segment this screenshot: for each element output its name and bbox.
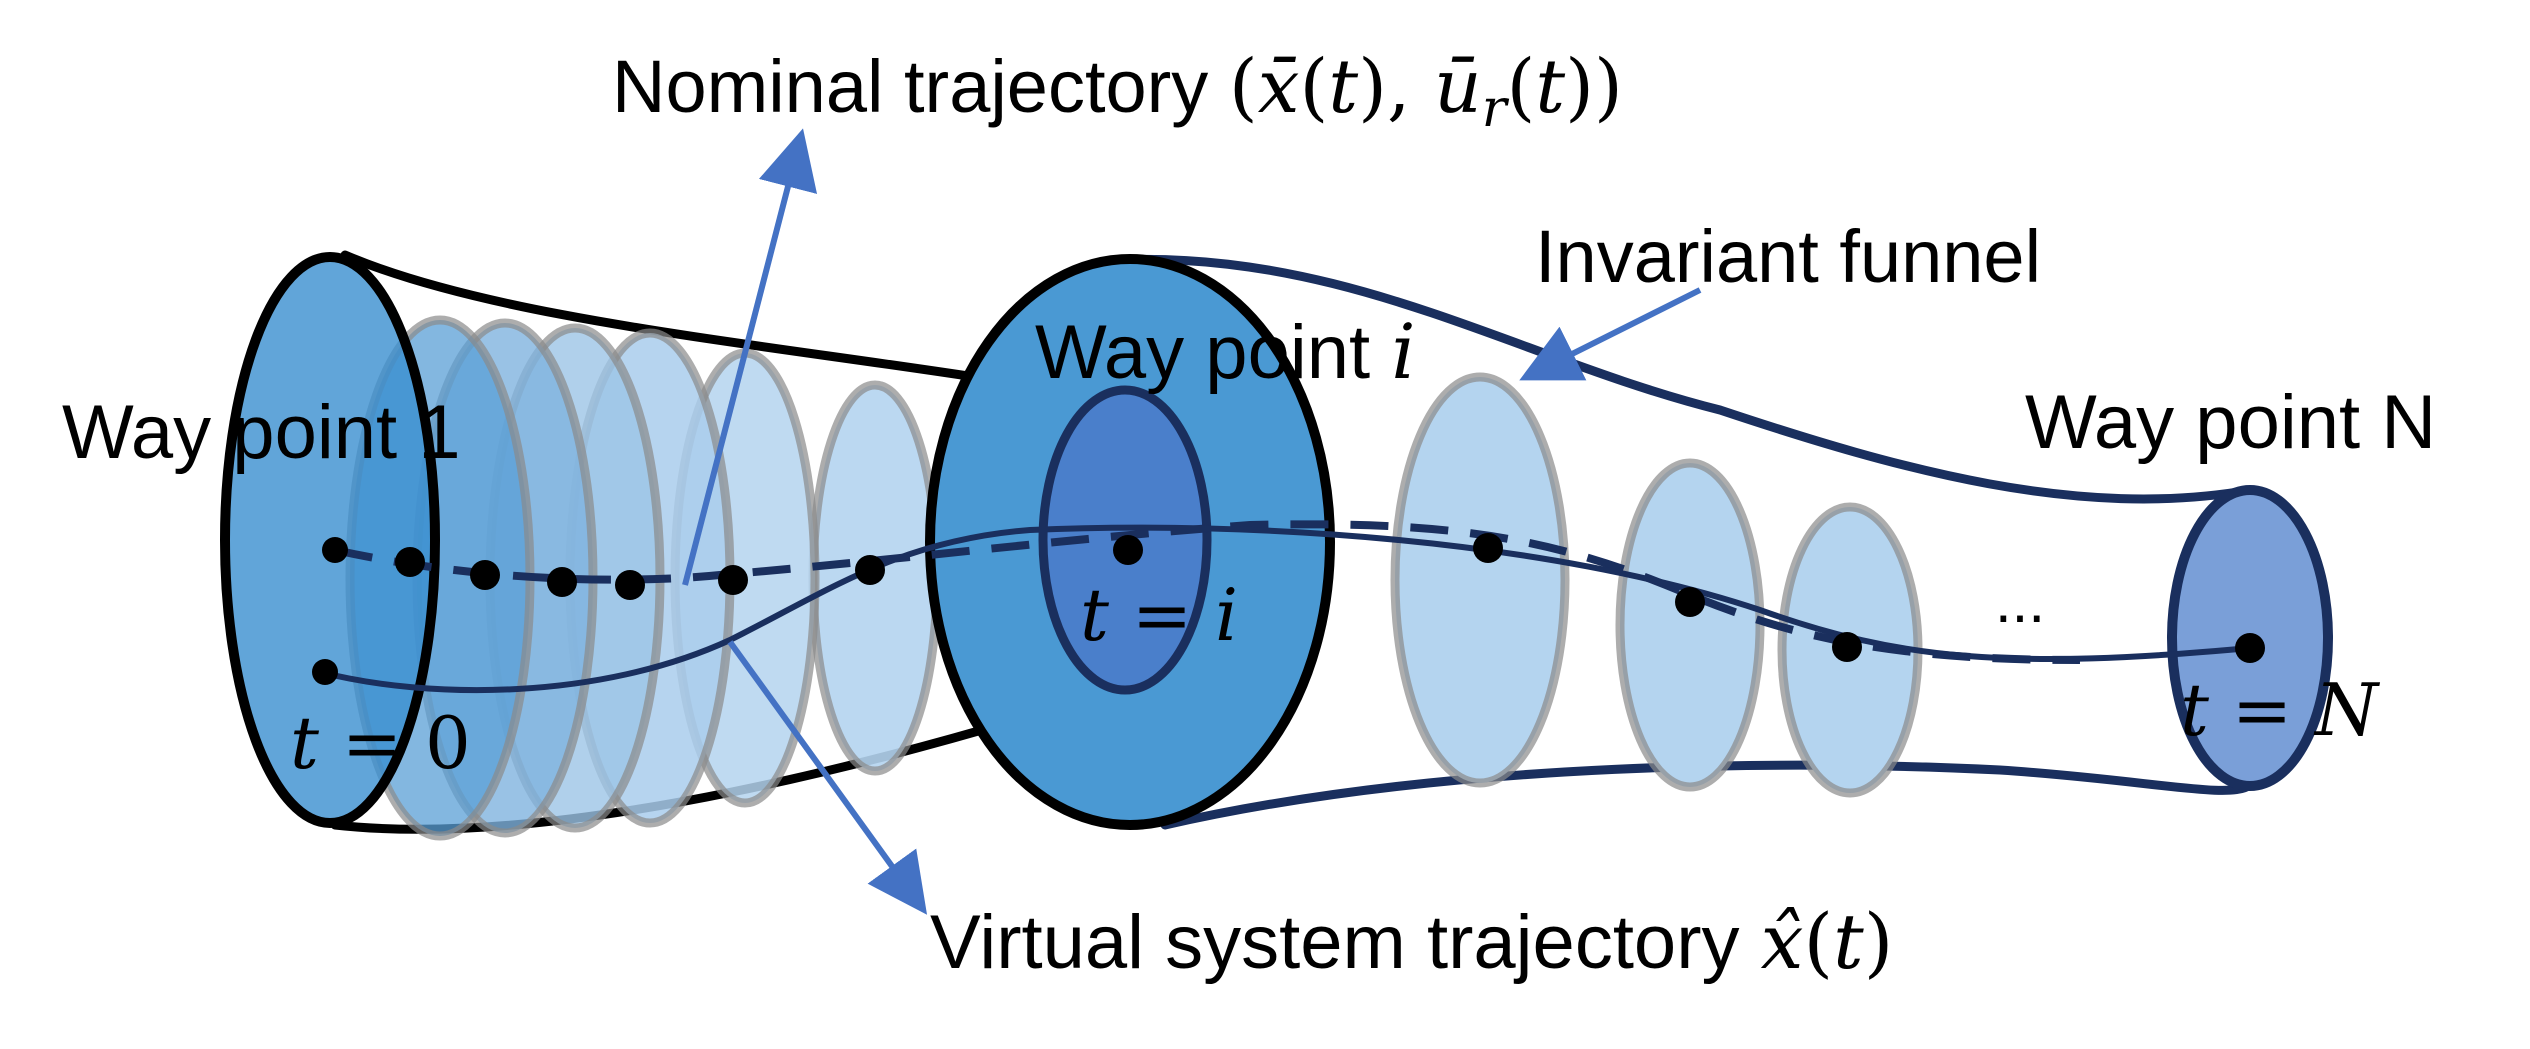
- waypoint-n-label: Way point N: [2025, 380, 2436, 465]
- trajectory-point: [1113, 535, 1143, 565]
- trajectory-points: [312, 533, 2265, 685]
- trajectory-point: [547, 567, 577, 597]
- invariant-funnel-label: Invariant funnel: [1535, 215, 2041, 298]
- trajectory-point: [322, 537, 348, 563]
- trajectory-point: [470, 560, 500, 590]
- cross-section: [1390, 372, 1570, 788]
- trajectory-point: [1675, 587, 1705, 617]
- trajectory-point: [1473, 533, 1503, 563]
- funnel-cross-sections-right: [1390, 372, 1923, 798]
- tn-label: t = N: [2180, 668, 2381, 752]
- trajectory-point: [718, 565, 748, 595]
- funnel-callout-arrow: [1519, 287, 1702, 381]
- trajectory-point: [615, 570, 645, 600]
- trajectory-point: [312, 659, 338, 685]
- trajectory-point: [2235, 633, 2265, 663]
- virtual-trajectory-label: Virtual system trajectory x̂(t): [930, 897, 1893, 986]
- ti-label: t = i: [1080, 573, 1238, 657]
- trajectory-point: [1832, 632, 1862, 662]
- nominal-trajectory-label: Nominal trajectory (x̄(t), ūr(t)): [612, 44, 1623, 139]
- waypoint-i-label: Way point i: [1035, 307, 1416, 396]
- trajectory-point: [855, 555, 885, 585]
- nominal-callout-arrow: [682, 128, 818, 586]
- t0-label: t = 0: [290, 701, 471, 785]
- ellipsis-label: ...: [1995, 568, 2045, 635]
- trajectory-point: [395, 547, 425, 577]
- virtual-trajectory-line: [319, 524, 2251, 694]
- virtual-callout-arrow: [727, 640, 928, 915]
- callout-arrows: [682, 128, 1702, 915]
- waypoint-1-label: Way point 1: [62, 390, 460, 475]
- funnel-top-edge-right: [1110, 254, 2255, 504]
- cross-section: [1615, 458, 1765, 792]
